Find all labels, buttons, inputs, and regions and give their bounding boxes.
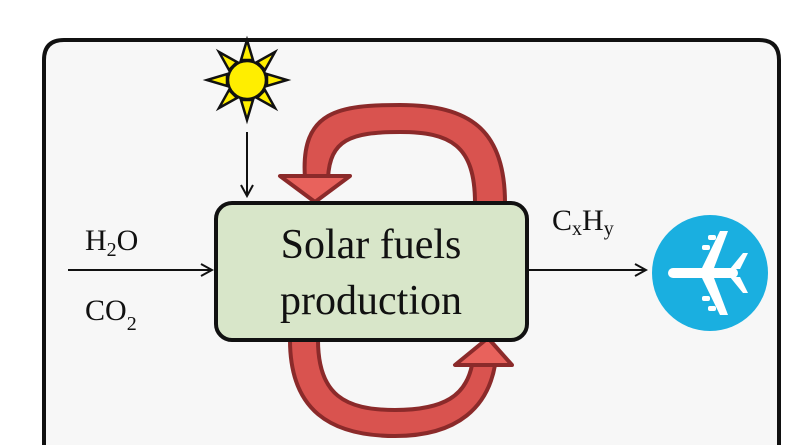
airplane-icon	[652, 215, 768, 331]
sun-icon	[202, 35, 292, 125]
process-label-line2: production	[280, 278, 462, 324]
process-label-line1: Solar fuels	[281, 222, 462, 268]
co2-label: CO2	[85, 294, 137, 335]
bottom-cycle-arrow	[288, 336, 514, 438]
diagram-frame	[42, 38, 781, 445]
process-box	[214, 201, 529, 342]
hydrocarbon-label: CxHy	[552, 204, 614, 240]
water-label: H2O	[85, 224, 138, 261]
